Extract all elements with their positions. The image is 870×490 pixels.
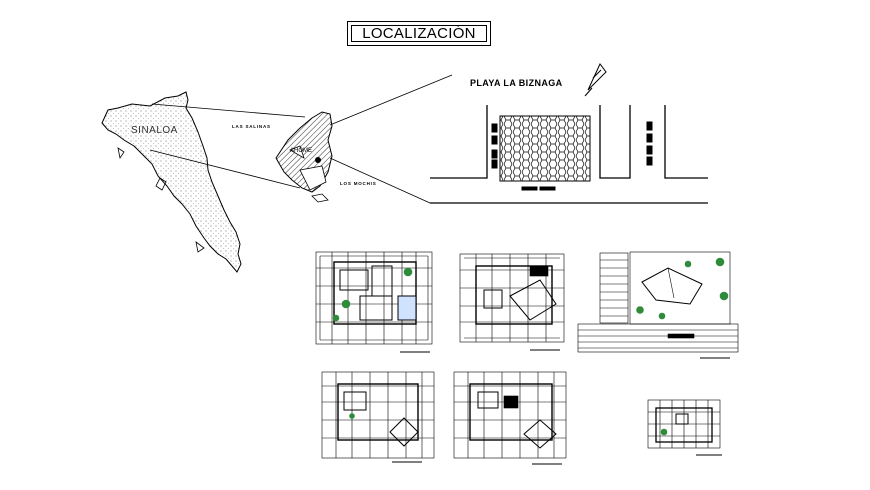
north-arrow-icon [584,63,607,97]
state-map-sinaloa [101,91,242,273]
title-frame: LOCALIZACIÓN [347,21,491,46]
town-label-ahome: AHOME [290,148,313,154]
floor-plan-1 [315,251,433,353]
site-plan [430,105,708,204]
town-label-mochis: LOS MOCHIS [340,181,377,186]
town-label-salinas: LAS SALINAS [232,124,271,129]
roof-site-plan [577,251,739,359]
floor-plan-4 [453,371,567,465]
floor-plan-5 [647,399,722,456]
leader-lines [149,74,453,204]
state-label: SINALOA [131,125,178,136]
municipality-map-ahome [275,111,333,203]
floor-plan-3 [321,371,435,463]
site-plan-label: PLAYA LA BIZNAGA [470,78,563,88]
floor-plan-2 [459,253,565,351]
page-title: LOCALIZACIÓN [351,25,487,42]
